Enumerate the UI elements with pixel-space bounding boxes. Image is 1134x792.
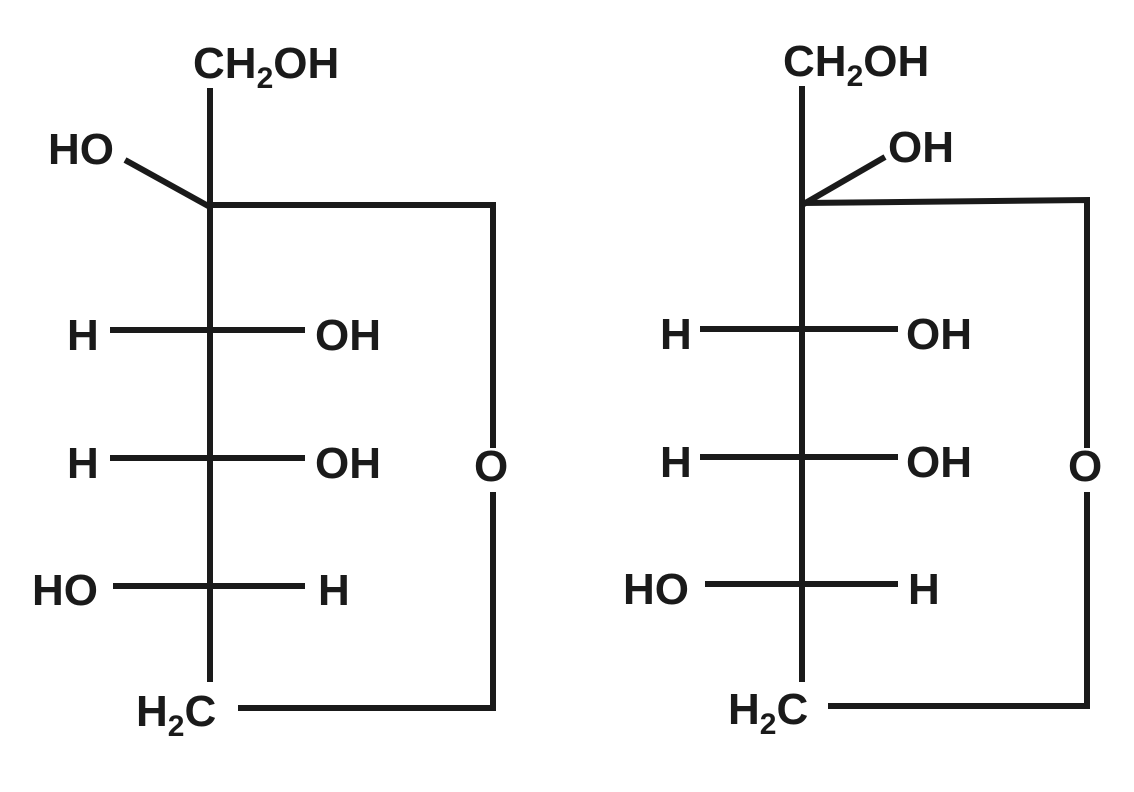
left-anomeric-label: HO xyxy=(48,125,114,174)
right-ring-oxygen: O xyxy=(1068,442,1102,491)
left-bottom-group: H2C xyxy=(136,687,216,743)
left-row2-right: OH xyxy=(315,439,381,488)
right-row2-left: H xyxy=(660,438,692,487)
right-anomeric-bond xyxy=(800,154,887,208)
left-ring-upper-bond xyxy=(210,202,496,448)
right-top-group: CH2OH xyxy=(783,37,929,93)
right-anomeric-label: OH xyxy=(888,123,954,172)
right-ring-lower-bond xyxy=(828,492,1090,709)
right-structure: CH2OH OH O H OH H OH HO H H2C xyxy=(623,37,1102,741)
left-row1-right: OH xyxy=(315,311,381,360)
left-structure: CH2OH HO O H OH H OH HO H H2C xyxy=(32,39,508,743)
right-row1-right: OH xyxy=(906,310,972,359)
right-row2-right: OH xyxy=(906,438,972,487)
right-row3-left: HO xyxy=(623,565,689,614)
left-row3-left: HO xyxy=(32,566,98,615)
left-ring-lower-bond xyxy=(238,492,496,711)
left-anomeric-bond xyxy=(123,157,212,210)
left-row1-left: H xyxy=(67,311,99,360)
left-top-group: CH2OH xyxy=(193,39,339,95)
left-row2-left: H xyxy=(67,439,99,488)
right-ring-upper-bond xyxy=(801,196,1090,448)
right-row3-right: H xyxy=(908,565,940,614)
left-ring-oxygen: O xyxy=(474,442,508,491)
left-row3-right: H xyxy=(318,566,350,615)
right-row1-left: H xyxy=(660,310,692,359)
right-bottom-group: H2C xyxy=(728,685,808,741)
